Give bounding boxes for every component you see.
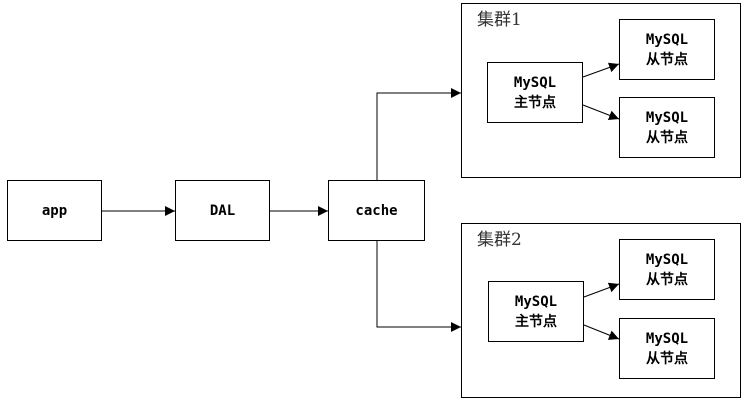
cluster-2-slave-1: MySQL 从节点 <box>619 239 715 300</box>
cluster-1-slave-1-line2: 从节点 <box>646 51 688 68</box>
app-label: app <box>41 202 68 219</box>
cluster-1-slave-1: MySQL 从节点 <box>619 19 715 80</box>
cluster-1-slave-2: MySQL 从节点 <box>619 97 715 158</box>
cluster-2-slave-2: MySQL 从节点 <box>619 318 715 379</box>
cluster-1-master-line2: 主节点 <box>514 94 556 111</box>
cluster-2-master-line2: 主节点 <box>515 313 557 330</box>
cache-label: cache <box>355 202 398 219</box>
app-node: app <box>7 180 102 241</box>
dal-label: DAL <box>209 202 236 219</box>
cluster-1-slave-1-line1: MySQL <box>645 31 689 48</box>
edge-c2-master-slave2 <box>583 324 620 340</box>
cluster-2-label: 集群2 <box>477 230 522 250</box>
edge-c1-master-slave1 <box>582 62 620 78</box>
cluster-2-master: MySQL 主节点 <box>488 281 584 342</box>
cluster-2-slave-2-line2: 从节点 <box>646 350 688 367</box>
edge-cache-cluster2 <box>376 241 461 332</box>
cluster-2-slave-1-line1: MySQL <box>645 251 689 268</box>
cluster-1-master-line1: MySQL <box>513 74 557 91</box>
dal-node: DAL <box>175 180 270 241</box>
cluster-1: 集群1 MySQL 主节点 MySQL 从节点 MySQL 从节点 <box>461 3 741 178</box>
cluster-1-label: 集群1 <box>477 10 522 30</box>
cluster-2-master-line1: MySQL <box>514 293 558 310</box>
cluster-1-master: MySQL 主节点 <box>487 62 583 123</box>
cluster-1-slave-2-line2: 从节点 <box>646 129 688 146</box>
cluster-2-edges <box>583 282 620 340</box>
cluster-2-slave-1-line2: 从节点 <box>646 271 688 288</box>
cluster-1-slave-2-line1: MySQL <box>645 109 689 126</box>
cluster-1-edges <box>582 62 620 121</box>
edge-cache-cluster1 <box>376 88 461 180</box>
cluster-2: 集群2 MySQL 主节点 MySQL 从节点 MySQL 从节点 <box>461 223 741 398</box>
cache-node: cache <box>328 180 425 241</box>
cluster-2-slave-2-line1: MySQL <box>645 330 689 347</box>
edge-c1-master-slave2 <box>582 104 620 121</box>
edge-c2-master-slave1 <box>583 282 620 298</box>
